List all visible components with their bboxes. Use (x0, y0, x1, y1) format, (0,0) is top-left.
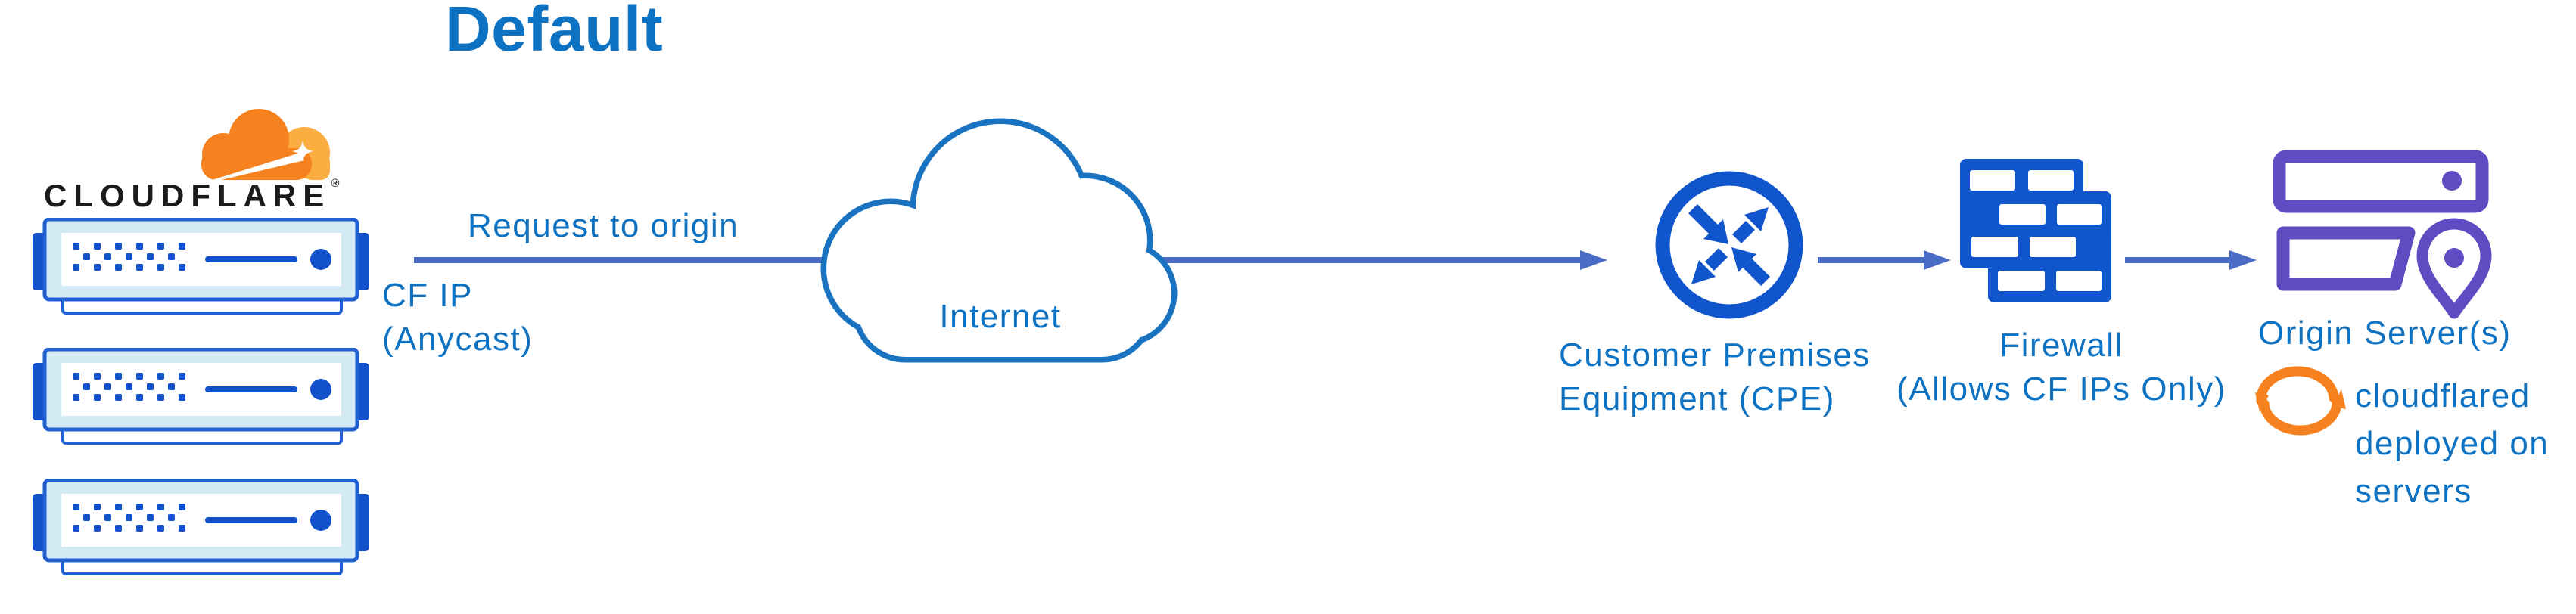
request-to-origin-label: Request to origin (468, 207, 739, 244)
diagram-title: Default (445, 0, 664, 64)
edge-server-icon (33, 479, 369, 577)
connector-line-cpe-firewall (1818, 257, 1925, 263)
cpe-router-icon (1655, 171, 1803, 319)
connector-line-firewall-origin (2125, 257, 2231, 263)
firewall-icon (1960, 159, 2111, 302)
registered-trademark-symbol: ® (331, 177, 340, 190)
origin-servers-label: Origin Server(s) (2258, 315, 2512, 352)
edge-server-icon (33, 348, 369, 446)
right-arrow-icon (2229, 250, 2257, 270)
cloudflared-note: cloudflared deployed on servers (2355, 377, 2550, 510)
right-arrow-icon (1580, 250, 1607, 270)
right-arrow-icon (1924, 250, 1951, 270)
cloudflare-logo-icon (201, 109, 330, 181)
internet-cloud-icon (820, 118, 1178, 363)
cloudflare-wordmark: CLOUDFLARE® (44, 177, 339, 214)
edge-server-icon (33, 218, 369, 316)
internet-label: Internet (939, 298, 1062, 335)
origin-servers-icon (2273, 150, 2492, 319)
cf-ip-anycast-label: CF IP (Anycast) (382, 277, 534, 358)
cloudflare-wordmark-text: CLOUDFLARE (44, 178, 331, 213)
firewall-label: Firewall (Allows CF IPs Only) (1896, 327, 2226, 408)
cloudflared-sync-icon (2255, 366, 2346, 436)
cpe-label: Customer Premises Equipment (CPE) (1559, 336, 1871, 417)
